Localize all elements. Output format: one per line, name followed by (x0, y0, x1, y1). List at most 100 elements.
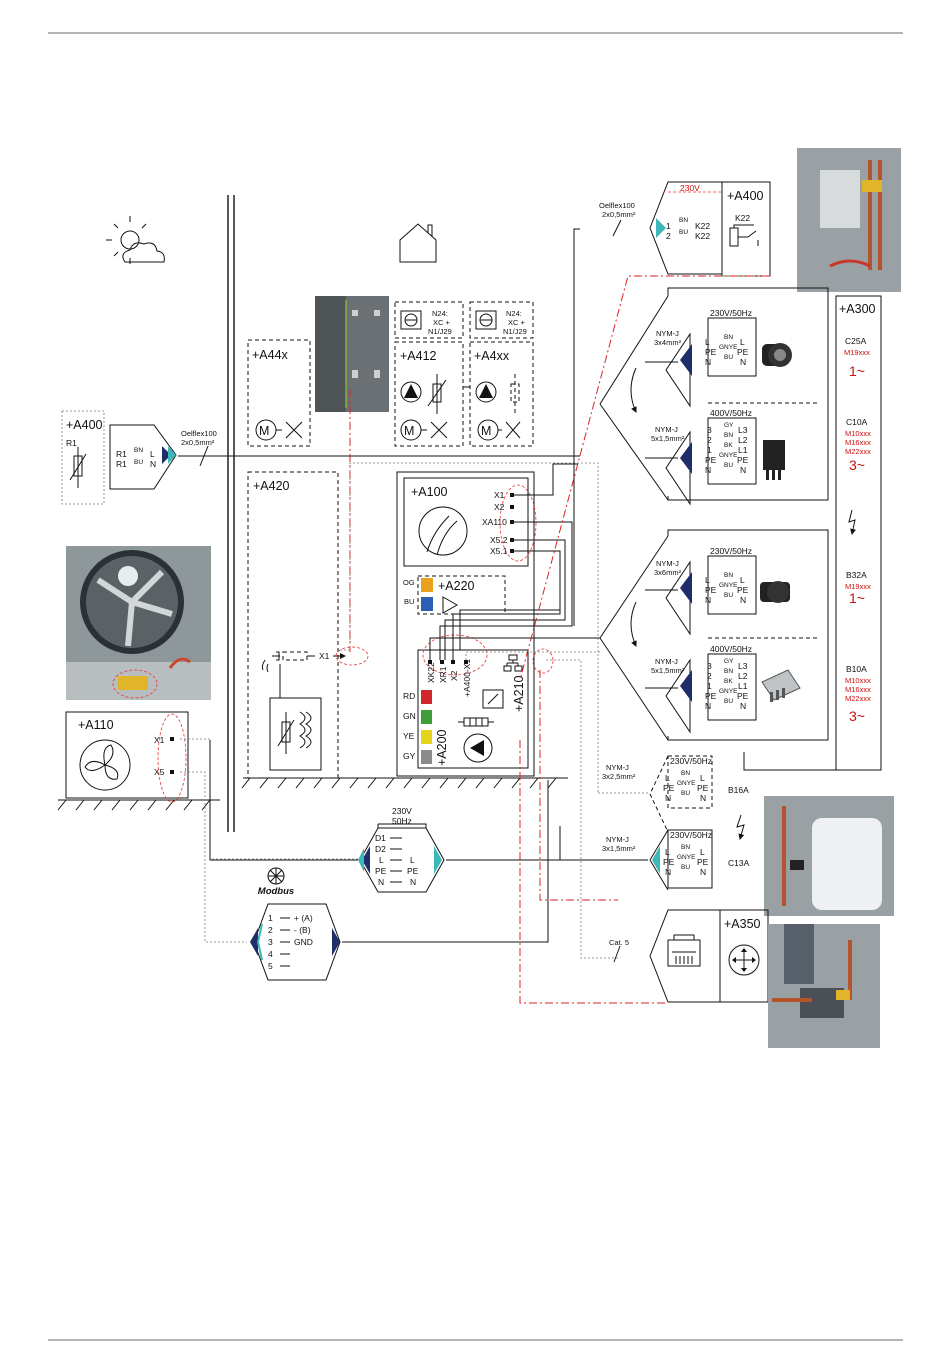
a200-pump-icon (463, 733, 493, 763)
terminal-label: L2 (738, 671, 748, 681)
modbus-right-wire (342, 780, 549, 943)
a200-rd: RD (403, 691, 415, 701)
wire-x51 (452, 550, 561, 660)
a210-label: +A210 (512, 675, 526, 712)
k22-row1-a: 1 (666, 221, 671, 231)
terminal-label: L (705, 337, 710, 347)
terminal-label: L (665, 773, 670, 783)
indoor-module-photo (764, 796, 894, 916)
terminal-label: PE (737, 455, 749, 465)
a200-ye: YE (403, 731, 415, 741)
a110-x5-cable (180, 771, 247, 943)
terminal-label: BN (724, 432, 733, 439)
c25a-model: M19xxx (844, 348, 870, 357)
terminal-label: L3 (738, 661, 748, 671)
wire-cat5 (546, 659, 619, 959)
a200-display (482, 689, 504, 709)
terminal-label: BU (724, 462, 733, 469)
terminal-label: 2 (707, 671, 712, 681)
terminal-label: BU (724, 698, 733, 705)
a220-og: OG (403, 578, 415, 587)
outdoor-unit-photo (66, 546, 211, 700)
a220-label: +A220 (438, 579, 475, 593)
controller-frame (396, 471, 535, 777)
c25a-phase: 1~ (849, 363, 865, 379)
terminal-label: D2 (375, 844, 386, 854)
b5-rows: L PE N BN GNYE BU L PE N (663, 770, 709, 803)
n24-2-line3: N1/J29 (503, 327, 527, 336)
indoor-unit-photo (315, 296, 389, 412)
motor-icon: M (255, 419, 303, 441)
b10a-model-2: M16xxx (845, 685, 871, 694)
router-icon (728, 944, 760, 976)
terminal-label: 2 (268, 925, 273, 935)
terminal-label: N (665, 793, 671, 803)
n24-box-1 (394, 301, 464, 339)
terminal-label: L (379, 855, 384, 865)
valve-icon-1 (400, 310, 422, 330)
a200-a400x1: +A400-X1 (462, 659, 472, 697)
terminal-label: N (700, 867, 706, 877)
a100-x1: X1 (494, 490, 505, 500)
k22-voltage: 230V (680, 183, 700, 193)
terminal-label: L1 (738, 681, 748, 691)
red-link-cat5 (519, 740, 668, 1004)
a44x-label: +A44x (252, 348, 289, 362)
terminal-label: BK (724, 442, 733, 449)
pump-icon (400, 381, 422, 403)
wire-a300-b16a (743, 752, 880, 771)
a200-xk22: XK22 (426, 662, 436, 683)
b5-voltage: 230V/50Hz (670, 756, 712, 766)
n24-1-line1: N24: (432, 309, 448, 318)
a110-label: +A110 (78, 718, 114, 732)
red-link-a400 (519, 275, 770, 681)
r1-connector: R1 L R1 N BN BU (109, 424, 177, 490)
terminal-label: PE (705, 347, 717, 357)
a420-box (247, 471, 339, 779)
oelflex-left-1: Oelflex100 (181, 429, 217, 438)
terminal-label: BN (724, 334, 733, 341)
b10a-model-1: M10xxx (845, 676, 871, 685)
house-icon (399, 223, 437, 263)
supply-branch-2 (599, 535, 669, 741)
terminal-label: BU (724, 354, 733, 361)
k22-col-bu: BU (679, 229, 688, 236)
b32a-phase: 1~ (849, 590, 865, 606)
wire-xa110 (439, 521, 573, 660)
b1-rows: L PE N BN GNYE BU L PE N (705, 334, 749, 367)
terminal-label: PE (705, 455, 717, 465)
modbus-icon: Modbus (258, 867, 294, 897)
a420-label: +A420 (253, 479, 290, 493)
terminal-label: N (410, 877, 416, 887)
wire-x2 (459, 609, 560, 650)
a100-x2: X2 (494, 502, 505, 512)
cat5-label: Cat. 5 (609, 938, 629, 947)
k22-connector (649, 181, 723, 275)
a100-terminals: X1 X2 XA110 X5.2 X5.1 (482, 484, 537, 562)
terminal-label: 1 (707, 445, 712, 455)
oelflex-top-1: Oelflex100 (599, 201, 635, 210)
terminal-label: N (705, 465, 711, 475)
ethernet-jack-icon (667, 934, 701, 967)
a300-label: +A300 (839, 302, 876, 316)
terminal-label: 3 (707, 661, 712, 671)
terminal-label: PE (737, 585, 749, 595)
relay-icon (729, 224, 759, 247)
k22-row2-a: 2 (666, 231, 671, 241)
terminal-label: L3 (738, 425, 748, 435)
terminal-label: BN (724, 668, 733, 675)
c13a-label: C13A (728, 858, 750, 868)
terminal-label: BN (724, 572, 733, 579)
a200-x2: X2 (449, 670, 459, 681)
cable-5x15b-2: 5x1,5mm² (651, 666, 685, 675)
terminal-label: D1 (375, 833, 386, 843)
sun-cloud-icon (106, 216, 165, 264)
wire-x1 (514, 463, 578, 496)
terminal-label: N (705, 595, 711, 605)
oelflex-left-2: 2x0,5mm² (181, 438, 215, 447)
terminal-label: N (665, 867, 671, 877)
terminal-label: BU (681, 864, 690, 871)
a200-color-terminals: RD GN YE GY (403, 690, 432, 764)
red-link-a350 (539, 670, 618, 901)
k22-relay-label: K22 (735, 213, 750, 223)
